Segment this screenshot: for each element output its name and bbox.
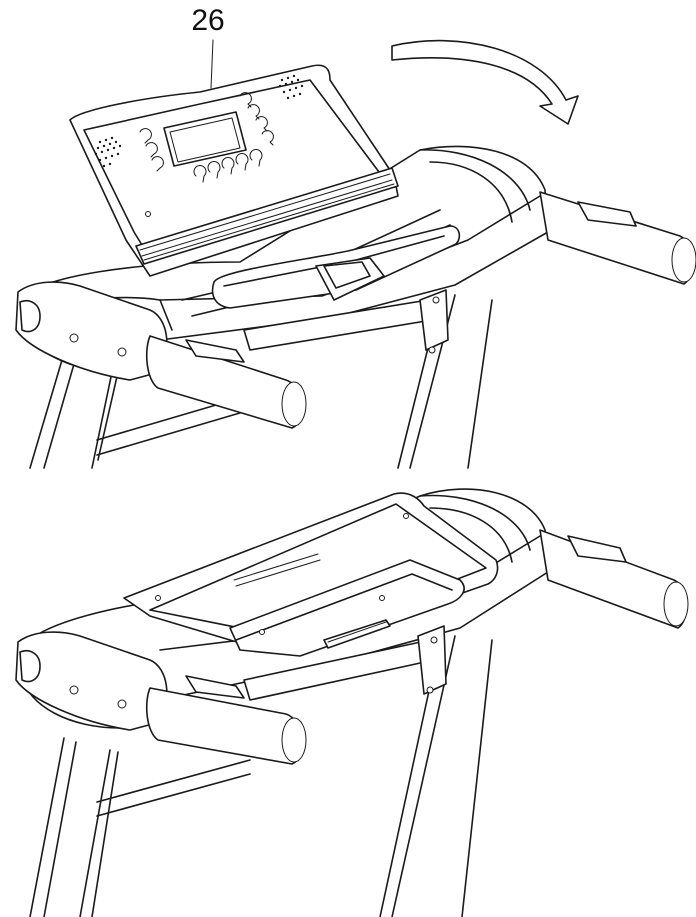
fold-down-arrow bbox=[391, 39, 579, 125]
right-handle-grip bbox=[539, 191, 696, 285]
console-tray bbox=[211, 225, 461, 309]
left-end-cap-lower bbox=[15, 631, 168, 731]
cross-tube-lower bbox=[243, 625, 447, 701]
left-end-cap bbox=[15, 281, 168, 381]
cross-tube bbox=[243, 289, 449, 354]
console-panel-raised bbox=[69, 64, 399, 277]
speaker-grille-left bbox=[94, 136, 122, 168]
part-callout-label: 26 bbox=[191, 4, 225, 37]
bottom-view-console-folded bbox=[15, 488, 689, 917]
speaker-grille-right bbox=[278, 74, 304, 100]
left-handle-grip-lower bbox=[145, 675, 307, 765]
right-handle-grip-lower bbox=[539, 529, 689, 629]
display-screen bbox=[163, 111, 247, 167]
console-panel-folded bbox=[123, 492, 499, 657]
callout-leader-line bbox=[210, 39, 214, 89]
left-handle-grip bbox=[145, 335, 307, 429]
top-view-console-raised bbox=[15, 39, 696, 469]
console-buttons bbox=[139, 92, 274, 183]
cover-vent bbox=[323, 619, 391, 649]
